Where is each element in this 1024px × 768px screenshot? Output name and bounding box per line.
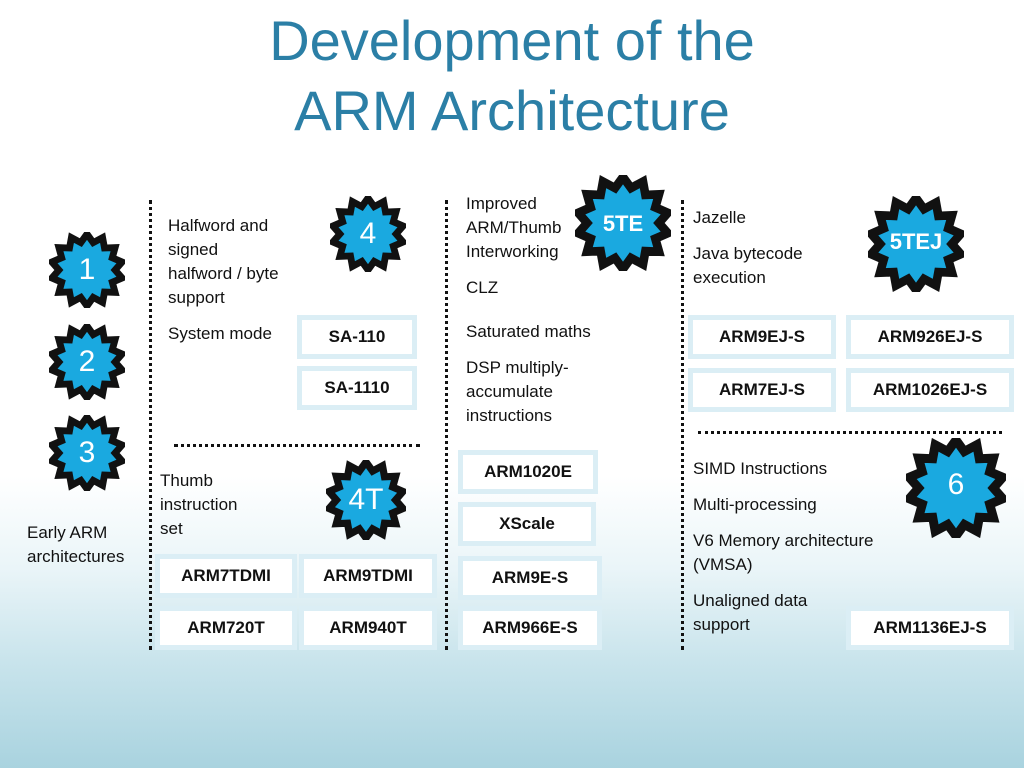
starburst-icon bbox=[326, 460, 406, 540]
v4-feature: Halfword and signed halfword / byte supp… bbox=[168, 216, 279, 307]
badge-5te: 5TE bbox=[575, 175, 671, 271]
v4t-features: Thumb instruction set bbox=[160, 469, 260, 553]
chip-arm966e-s: ARM966E-S bbox=[458, 606, 602, 650]
v6-feature: Unaligned data support bbox=[693, 591, 808, 634]
badge-2: 2 bbox=[49, 324, 125, 400]
badge-4t: 4T bbox=[326, 460, 406, 540]
v5tej-feature: Jazelle bbox=[693, 208, 746, 227]
chip-xscale: XScale bbox=[458, 502, 596, 546]
starburst-icon bbox=[575, 175, 671, 271]
title-line-2: ARM Architecture bbox=[294, 79, 730, 142]
v4-features: Halfword and signed halfword / byte supp… bbox=[168, 214, 286, 358]
v6-feature: SIMD Instructions bbox=[693, 459, 828, 478]
v4t-feature: Thumb instruction set bbox=[160, 471, 238, 538]
starburst-icon bbox=[49, 324, 125, 400]
badge-5tej: 5TEJ bbox=[868, 196, 964, 292]
starburst-icon bbox=[49, 415, 125, 491]
chip-arm7ej-s: ARM7EJ-S bbox=[688, 368, 836, 412]
divider-v4-v4t bbox=[174, 444, 420, 447]
badge-4: 4 bbox=[330, 196, 406, 272]
chip-arm9e-s: ARM9E-S bbox=[458, 556, 602, 600]
chip-sa-1110: SA-1110 bbox=[297, 366, 417, 410]
v4-feature: System mode bbox=[168, 324, 272, 343]
v5tej-features: Jazelle Java bytecode execution bbox=[693, 206, 843, 302]
badge-5te-label: 5TE bbox=[602, 211, 644, 236]
badge-2-label: 2 bbox=[78, 345, 96, 378]
badge-6: 6 bbox=[906, 438, 1006, 538]
badge-5tej-label: 5TEJ bbox=[889, 229, 943, 254]
early-arm-text: Early ARM architectures bbox=[27, 523, 125, 566]
starburst-icon bbox=[330, 196, 406, 272]
starburst-icon bbox=[49, 232, 125, 308]
v6-features: SIMD Instructions Multi-processing V6 Me… bbox=[693, 457, 883, 649]
chip-arm9ej-s: ARM9EJ-S bbox=[688, 315, 836, 359]
starburst-icon bbox=[868, 196, 964, 292]
badge-1: 1 bbox=[49, 232, 125, 308]
chip-arm720t: ARM720T bbox=[155, 606, 297, 650]
chip-arm940t: ARM940T bbox=[299, 606, 437, 650]
v5te-feature: DSP multiply-accumulate instructions bbox=[466, 358, 569, 425]
badge-3: 3 bbox=[49, 415, 125, 491]
v6-feature: Multi-processing bbox=[693, 495, 817, 514]
divider-col2 bbox=[445, 200, 448, 650]
v5te-features: Improved ARM/Thumb Interworking CLZ Satu… bbox=[466, 192, 636, 440]
chip-arm1026ej-s: ARM1026EJ-S bbox=[846, 368, 1014, 412]
starburst-icon bbox=[906, 438, 1006, 538]
chip-arm9tdmi: ARM9TDMI bbox=[299, 554, 437, 598]
divider-col1 bbox=[149, 200, 152, 650]
divider-v5tej-v6 bbox=[698, 431, 1002, 434]
chip-arm1136ej-s: ARM1136EJ-S bbox=[846, 606, 1014, 650]
badge-1-label: 1 bbox=[78, 253, 96, 286]
chip-sa-110: SA-110 bbox=[297, 315, 417, 359]
divider-col3 bbox=[681, 200, 684, 650]
page-title: Development of the ARM Architecture bbox=[0, 6, 1024, 146]
badge-4t-label: 4T bbox=[348, 483, 384, 516]
chip-arm926ej-s: ARM926EJ-S bbox=[846, 315, 1014, 359]
chip-arm7tdmi: ARM7TDMI bbox=[155, 554, 297, 598]
v6-feature: V6 Memory architecture (VMSA) bbox=[693, 531, 874, 574]
v5tej-feature: Java bytecode execution bbox=[693, 244, 803, 287]
badge-3-label: 3 bbox=[78, 436, 96, 469]
v5te-feature: CLZ bbox=[466, 278, 499, 297]
title-line-1: Development of the bbox=[269, 9, 755, 72]
badge-4-label: 4 bbox=[359, 217, 377, 250]
v5te-feature: Saturated maths bbox=[466, 322, 591, 341]
badge-6-label: 6 bbox=[947, 468, 965, 501]
chip-arm1020e: ARM1020E bbox=[458, 450, 598, 494]
v5te-feature: Improved ARM/Thumb Interworking bbox=[466, 194, 562, 261]
